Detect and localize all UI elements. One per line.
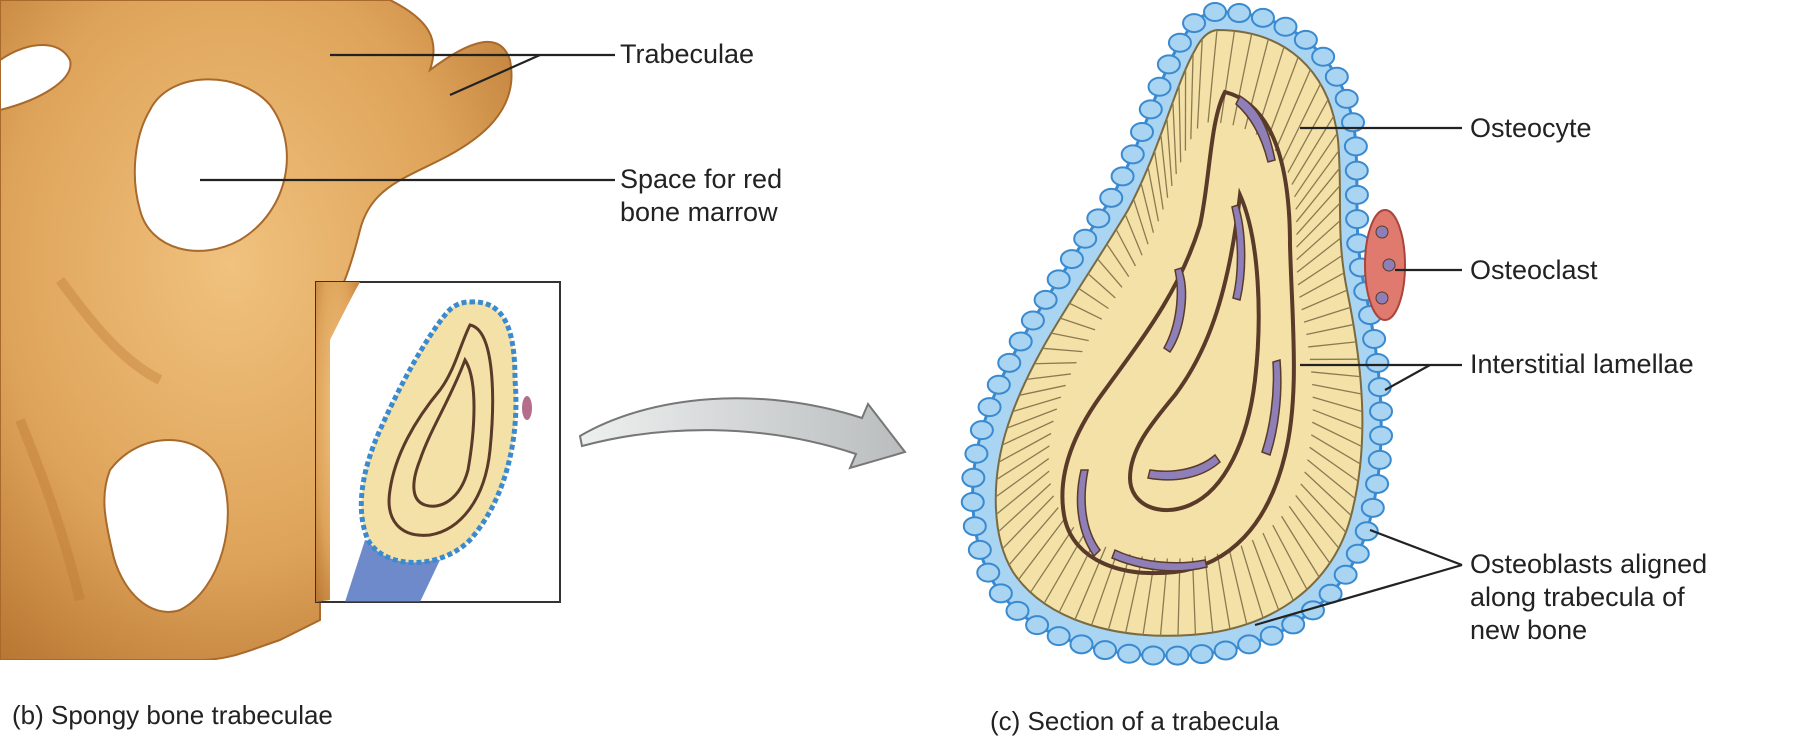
osteoblast (1370, 402, 1392, 420)
osteoblast (1070, 635, 1092, 653)
label-trabeculae: Trabeculae (620, 38, 754, 71)
osteoblast (962, 469, 984, 487)
osteoblast (1131, 123, 1153, 141)
osteoblast (1261, 627, 1283, 645)
osteoblast (969, 541, 991, 559)
label-osteocyte: Osteocyte (1470, 112, 1592, 145)
osteoblast (1204, 3, 1226, 21)
osteoblast (1140, 100, 1162, 118)
osteoclast-cell (1365, 210, 1405, 320)
osteoblast (1369, 378, 1391, 396)
osteoblast (1074, 230, 1096, 248)
osteoblast (977, 564, 999, 582)
osteoblast (1087, 209, 1109, 227)
osteoblast (1061, 250, 1083, 268)
label-osteoclast: Osteoclast (1470, 254, 1598, 287)
osteoblast (1274, 18, 1296, 36)
osteoblast (1347, 545, 1369, 563)
osteoblast (1142, 646, 1164, 664)
label-interstitial-lamellae: Interstitial lamellae (1470, 348, 1694, 381)
osteoblast (988, 376, 1010, 394)
label-osteoblasts: Osteoblasts aligned along trabecula of n… (1470, 548, 1707, 647)
caption-panel-b: (b) Spongy bone trabeculae (12, 700, 333, 730)
osteoblast (1215, 641, 1237, 659)
osteoblast (1238, 635, 1260, 653)
osteoblast (1112, 167, 1134, 185)
osteoblast (1166, 647, 1188, 665)
osteoblast (1346, 210, 1368, 228)
osteoblast (1158, 55, 1180, 73)
leader-osteoblasts (1370, 530, 1462, 565)
osteoblast (1346, 186, 1368, 204)
osteoblast (979, 398, 1001, 416)
osteoblast (1369, 451, 1391, 469)
osteoblast (1149, 78, 1171, 96)
osteoblast (1326, 68, 1348, 86)
osteoblast (1169, 34, 1191, 52)
osteoblast (1370, 427, 1392, 445)
inset-box (316, 282, 560, 602)
osteoblast (1048, 270, 1070, 288)
osteoblast (1312, 48, 1334, 66)
osteoblast (1183, 14, 1205, 32)
osteoblast (1026, 616, 1048, 634)
osteoblast (1282, 615, 1304, 633)
osteoblast (1006, 602, 1028, 620)
osteoblast (971, 421, 993, 439)
osteoblast (1345, 137, 1367, 155)
osteoblast (1010, 332, 1032, 350)
osteoblast (1100, 189, 1122, 207)
osteoblast (1295, 31, 1317, 49)
osteoblast (1362, 499, 1384, 517)
osteoblast (1191, 645, 1213, 663)
osteoblast (964, 517, 986, 535)
osteoblast (998, 354, 1020, 372)
osteoblast (1363, 330, 1385, 348)
osteoblast (1336, 90, 1358, 108)
osteoblast (1335, 566, 1357, 584)
osteoblast (1228, 4, 1250, 22)
osteoblast (1252, 9, 1274, 27)
osteoblast (1094, 641, 1116, 659)
osteoblast (962, 493, 984, 511)
trabecula-section (962, 3, 1405, 665)
caption-panel-c: (c) Section of a trabecula (990, 706, 1279, 736)
osteoblast (1022, 311, 1044, 329)
osteoblast (1122, 145, 1144, 163)
osteoblast (1035, 291, 1057, 309)
osteoblast (1366, 475, 1388, 493)
label-marrow-space: Space for red bone marrow (620, 163, 782, 229)
osteoblast (990, 584, 1012, 602)
osteoblast (965, 445, 987, 463)
osteoblast (1346, 162, 1368, 180)
osteoblast (1118, 645, 1140, 663)
osteoblast (1048, 627, 1070, 645)
osteoblast (1366, 354, 1388, 372)
magnification-arrow (580, 398, 905, 468)
